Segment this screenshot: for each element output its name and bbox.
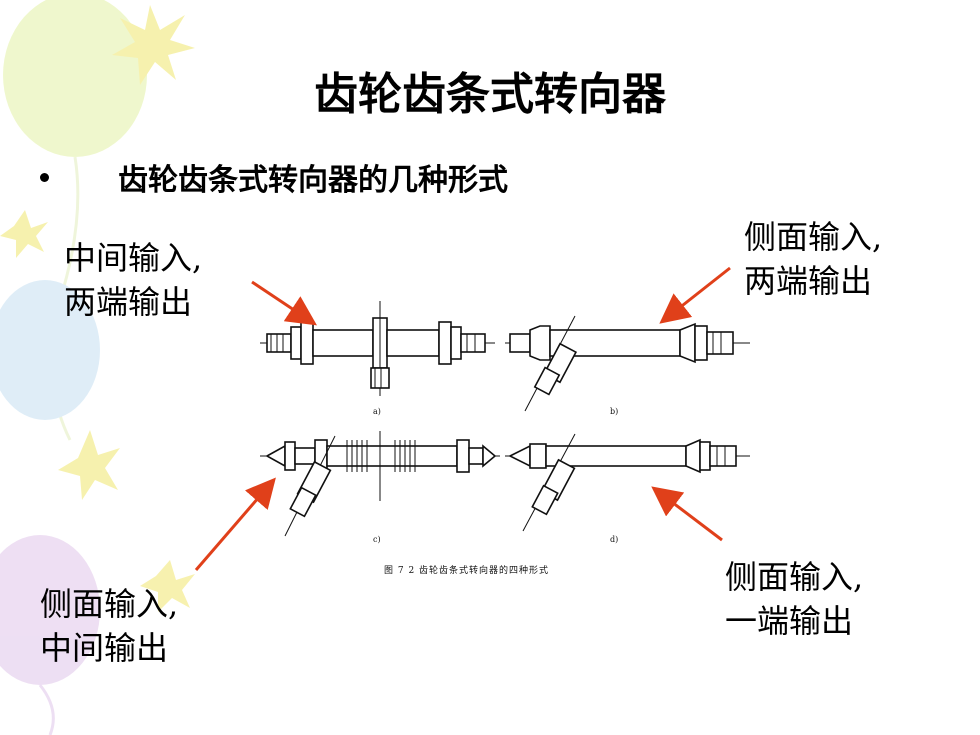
label-side-input-both-output: 侧面输入, 两端输出	[744, 215, 882, 303]
steering-gear-diagram: a) b) c) d)	[260, 301, 750, 544]
slide-title: 齿轮齿条式转向器	[314, 69, 666, 120]
label-line: 侧面输入,	[40, 585, 179, 623]
drawing-d	[505, 433, 750, 532]
label-line: 侧面输入,	[725, 558, 864, 596]
purple-balloon	[0, 535, 100, 685]
star-shape	[140, 560, 195, 612]
bullet-text: 齿轮齿条式转向器的几种形式	[118, 163, 508, 198]
blue-balloon	[0, 280, 100, 420]
sublabel-c: c)	[373, 535, 381, 544]
arrow-bottom-left	[194, 477, 276, 571]
label-line: 两端输出	[744, 262, 873, 300]
arrow-bottom-right	[651, 486, 723, 542]
arrow-top-left	[251, 280, 317, 326]
figure-caption: 图 7 2 齿轮齿条式转向器的四种形式	[384, 566, 550, 576]
bullet-dot	[40, 173, 49, 182]
label-line: 一端输出	[725, 602, 854, 640]
drawing-b	[505, 315, 750, 412]
star-shape	[0, 210, 48, 258]
label-line: 中间输入,	[64, 239, 203, 277]
label-side-input-one-output: 侧面输入, 一端输出	[725, 555, 863, 643]
sublabel-b: b)	[610, 407, 618, 416]
green-balloon	[3, 0, 147, 157]
drawing-a	[260, 301, 495, 396]
star-shape	[58, 430, 120, 500]
drawing-c	[260, 431, 500, 537]
label-center-input-both-output: 中间输入, 两端输出	[64, 236, 202, 324]
label-line: 侧面输入,	[744, 218, 883, 256]
label-line: 中间输出	[40, 629, 169, 667]
sublabel-d: d)	[610, 535, 618, 544]
star-shape	[112, 5, 195, 85]
arrow-top-right	[659, 266, 731, 324]
sublabel-a: a)	[373, 407, 381, 416]
label-side-input-center-output: 侧面输入, 中间输出	[40, 582, 178, 670]
label-line: 两端输出	[64, 283, 193, 321]
